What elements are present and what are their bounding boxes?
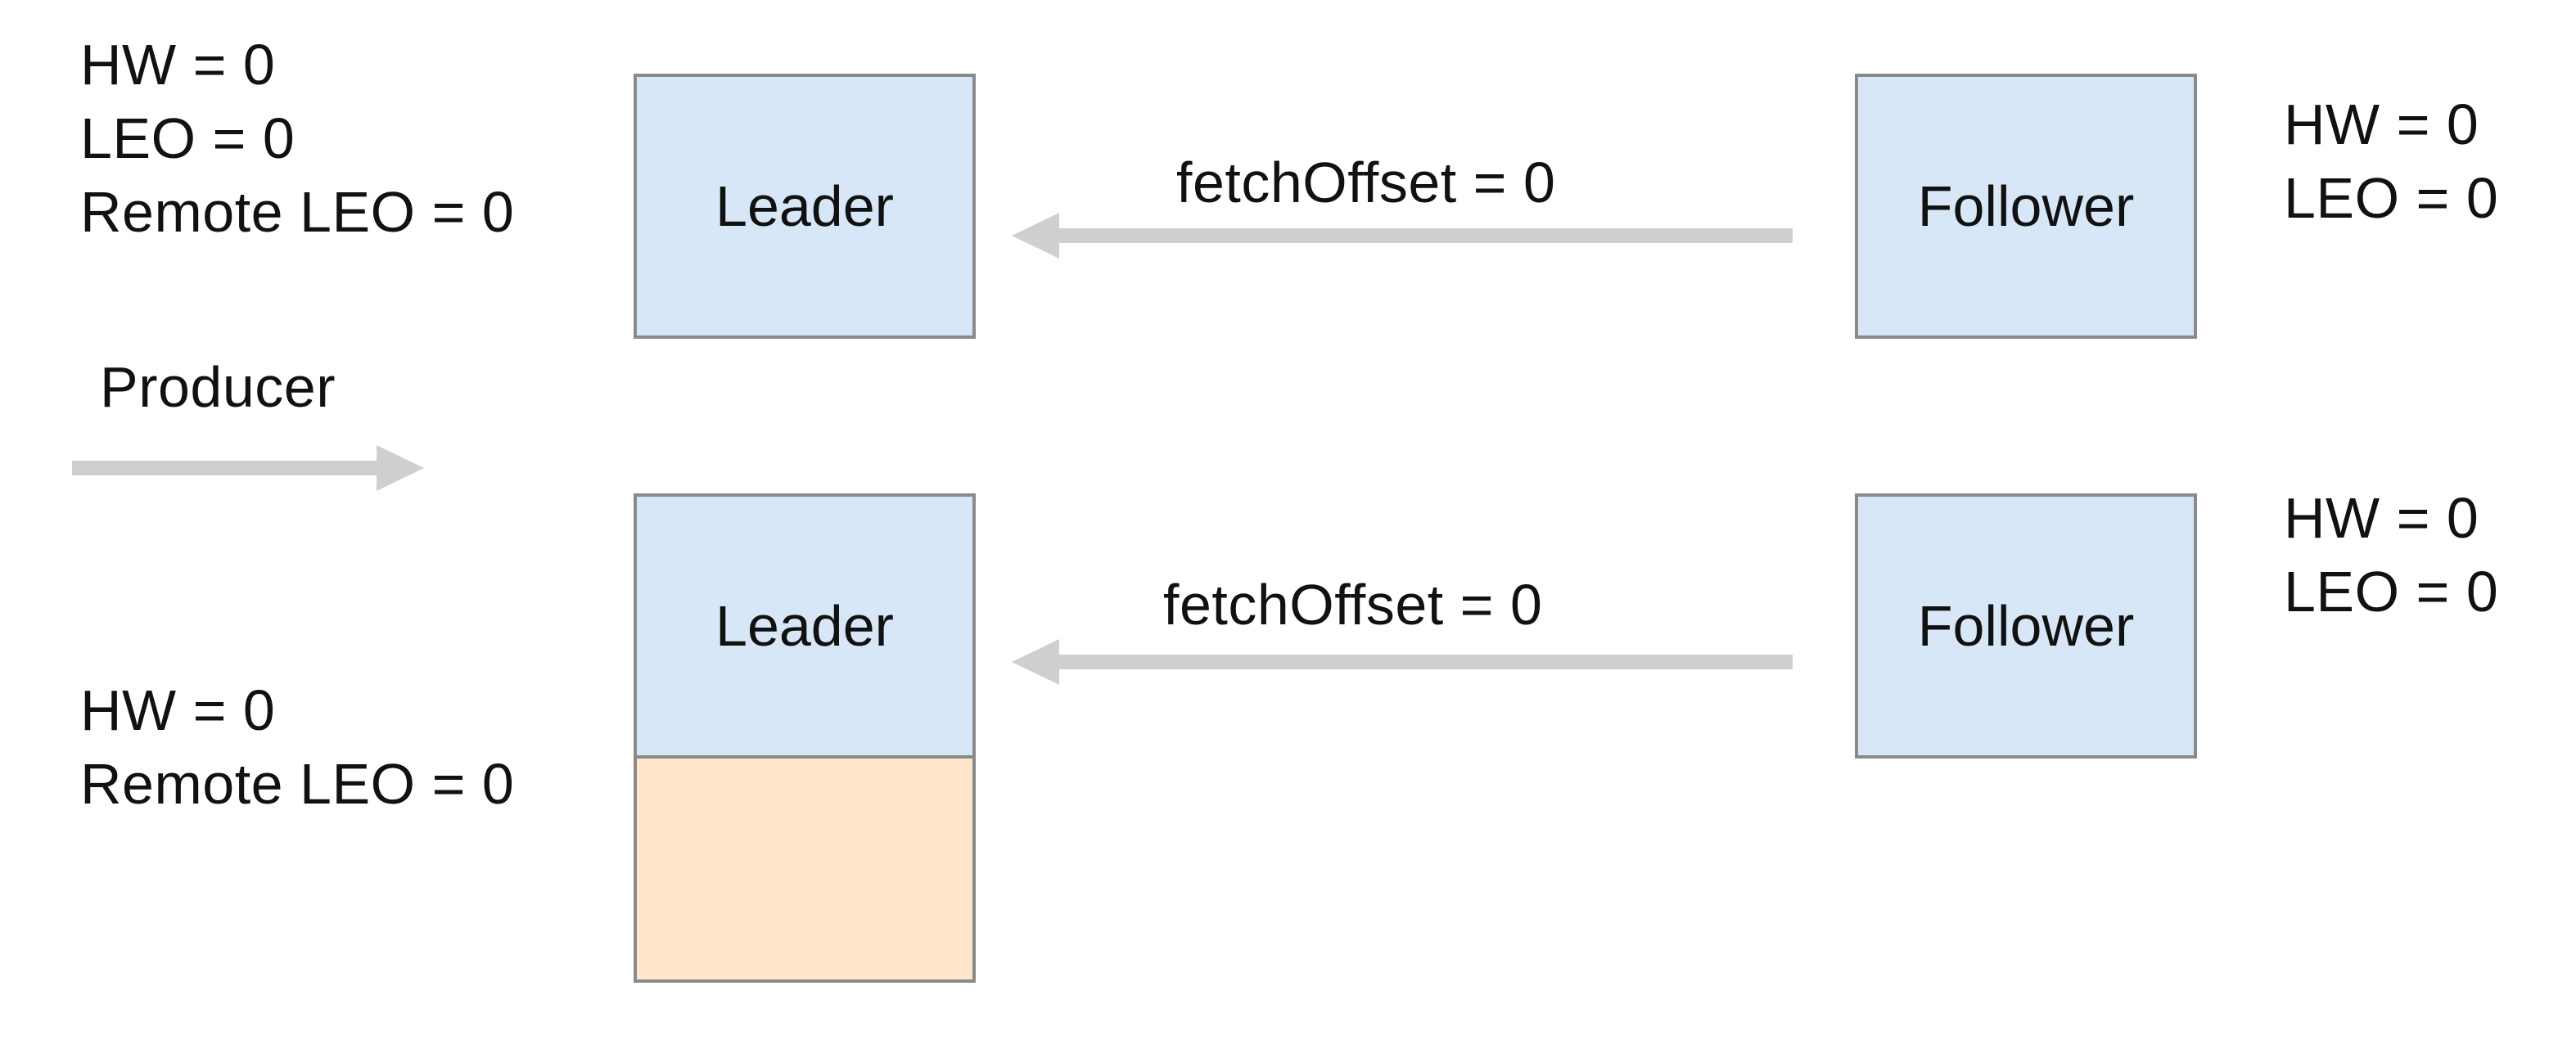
bottom-leader-hw: HW = 0	[80, 678, 276, 742]
top-leader-label: Leader	[715, 174, 894, 238]
producer-arrow	[72, 445, 424, 491]
producer-arrow-head	[377, 445, 424, 491]
bottom-fetch-offset-label: fetchOffset = 0	[1163, 573, 1543, 637]
bottom-follower-label: Follower	[1917, 594, 2135, 658]
top-leader-box: Leader	[634, 74, 976, 339]
top-follower-label: Follower	[1917, 174, 2135, 238]
top-fetch-offset-label: fetchOffset = 0	[1176, 151, 1556, 214]
top-follower-box: Follower	[1855, 74, 2197, 339]
top-follower-state: HW = 0 LEO = 0	[2284, 88, 2498, 235]
bottom-leader-label: Leader	[715, 594, 894, 658]
bottom-leader-box: Leader	[634, 493, 976, 759]
top-follower-leo: LEO = 0	[2284, 166, 2499, 230]
bottom-fetch-arrow	[1012, 639, 1793, 685]
top-follower-hw: HW = 0	[2284, 92, 2479, 156]
top-fetch-arrow-head	[1012, 213, 1059, 259]
bottom-leader-new-message-block	[634, 755, 976, 983]
bottom-leader-state: HW = 0 Remote LEO = 0	[80, 673, 514, 821]
bottom-leader-remote-leo: Remote LEO = 0	[80, 752, 515, 816]
bottom-fetch-arrow-head	[1012, 639, 1059, 685]
top-fetch-arrow	[1012, 213, 1793, 259]
top-leader-remote-leo: Remote LEO = 0	[80, 180, 515, 244]
producer-label: Producer	[100, 355, 336, 419]
top-leader-state: HW = 0 LEO = 0 Remote LEO = 0	[80, 28, 514, 249]
bottom-follower-hw: HW = 0	[2284, 486, 2479, 550]
bottom-follower-leo: LEO = 0	[2284, 560, 2499, 624]
bottom-follower-box: Follower	[1855, 493, 2197, 759]
top-leader-hw: HW = 0	[80, 33, 276, 97]
top-leader-leo: LEO = 0	[80, 106, 295, 170]
bottom-follower-state: HW = 0 LEO = 0	[2284, 481, 2498, 628]
